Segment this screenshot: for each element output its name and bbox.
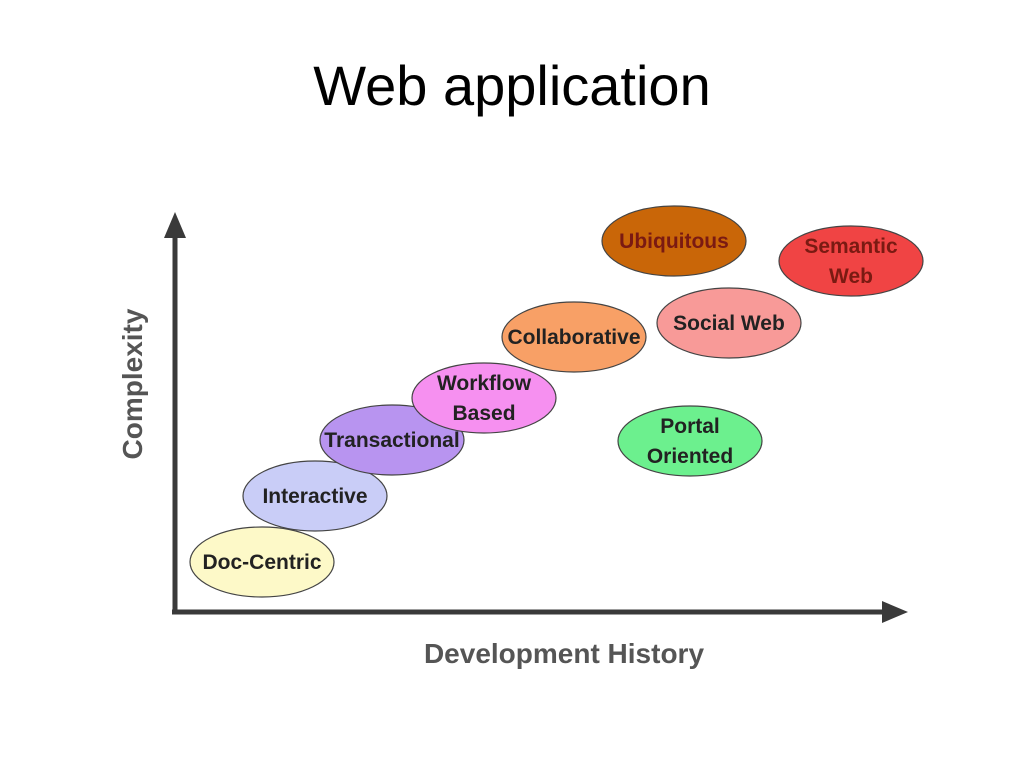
x-axis-arrow-icon [882, 601, 908, 623]
stage-ellipse-interactive [242, 460, 388, 532]
stage-label-doc-centric: Doc-Centric [202, 551, 321, 574]
stage-doc-centric: Doc-Centric [189, 526, 335, 598]
slide-title: Web application [313, 54, 711, 117]
stage-label-portal-oriented-line-1: Portal [660, 415, 720, 438]
stage-ellipse-transactional [319, 404, 465, 476]
stages-layer: Doc-CentricInteractiveTransactionalWorkf… [189, 205, 924, 598]
x-axis-label: Development History [424, 638, 704, 669]
stage-label-workflow-based-line-2: Based [452, 402, 515, 425]
stage-ellipse-doc-centric [189, 526, 335, 598]
stage-ellipse-social-web [656, 287, 802, 359]
stage-ellipse-ubiquitous [601, 205, 747, 277]
stage-ellipse-collaborative [501, 301, 647, 373]
stage-ubiquitous: Ubiquitous [601, 205, 747, 277]
stage-label-workflow-based-line-1: Workflow [437, 372, 532, 395]
stage-label-social-web: Social Web [673, 312, 785, 335]
stage-label-transactional: Transactional [324, 429, 459, 452]
stage-label-semantic-web-line-2: Web [829, 265, 873, 288]
stage-interactive: Interactive [242, 460, 388, 532]
stage-transactional: Transactional [319, 404, 465, 476]
stage-social-web: Social Web [656, 287, 802, 359]
stage-label-interactive: Interactive [262, 485, 367, 508]
y-axis-label: Complexity [117, 308, 148, 459]
stage-label-ubiquitous: Ubiquitous [619, 230, 729, 253]
stage-ellipse-portal-oriented [617, 405, 763, 477]
stage-label-collaborative: Collaborative [507, 326, 640, 349]
stage-collaborative: Collaborative [501, 301, 647, 373]
stage-ellipse-semantic-web [778, 225, 924, 297]
stage-label-portal-oriented-line-2: Oriented [647, 445, 733, 468]
stage-ellipse-workflow-based [411, 362, 557, 434]
stage-label-semantic-web-line-1: Semantic [804, 235, 898, 258]
y-axis-arrow-icon [164, 212, 186, 238]
